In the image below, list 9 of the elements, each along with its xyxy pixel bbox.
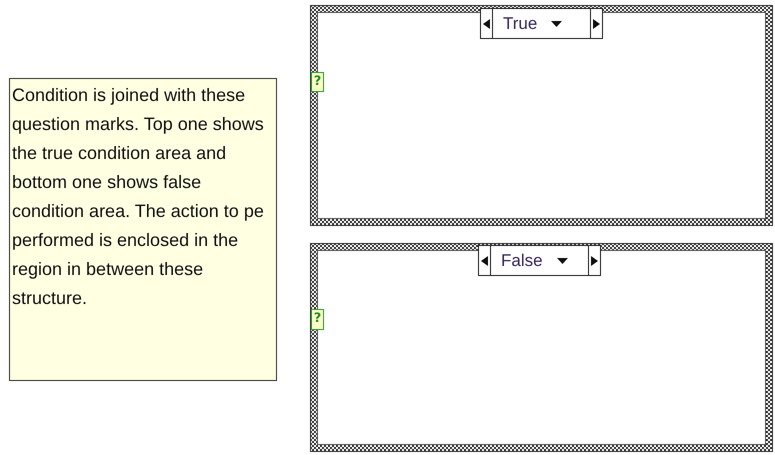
selector-terminal: ? xyxy=(311,72,324,92)
case-selector xyxy=(478,245,601,276)
case-label: True xyxy=(503,14,538,34)
case-structure-frame xyxy=(310,243,773,452)
case-selector xyxy=(480,8,603,39)
case-structure-frame xyxy=(310,5,773,226)
case-label: False xyxy=(501,250,543,270)
note-box: Condition is joined with these question marks. Top one shows the true condition area and bottom one shows false condition area. The action to pe performed is enclosed in the region in between these structure. xyxy=(9,78,277,381)
selector-terminal: ? xyxy=(311,309,324,330)
